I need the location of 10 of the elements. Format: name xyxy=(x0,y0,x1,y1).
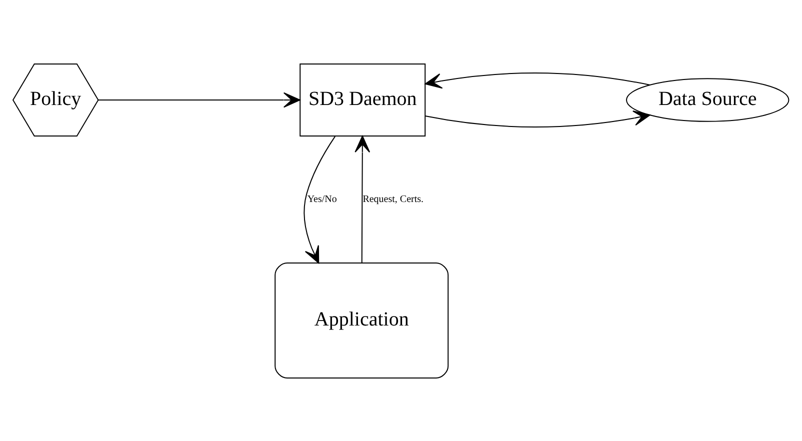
node-ellipse: Data Source xyxy=(626,78,790,122)
arrow xyxy=(304,135,336,263)
edge-label: Yes/No xyxy=(307,194,337,204)
arrow xyxy=(98,92,300,108)
arrow xyxy=(354,135,370,263)
edge-label: Request, Certs. xyxy=(362,194,424,204)
arrow xyxy=(424,72,650,88)
arrow xyxy=(424,110,650,127)
node-box: SD3 Daemon xyxy=(300,63,426,136)
node-box: Application xyxy=(274,262,449,378)
